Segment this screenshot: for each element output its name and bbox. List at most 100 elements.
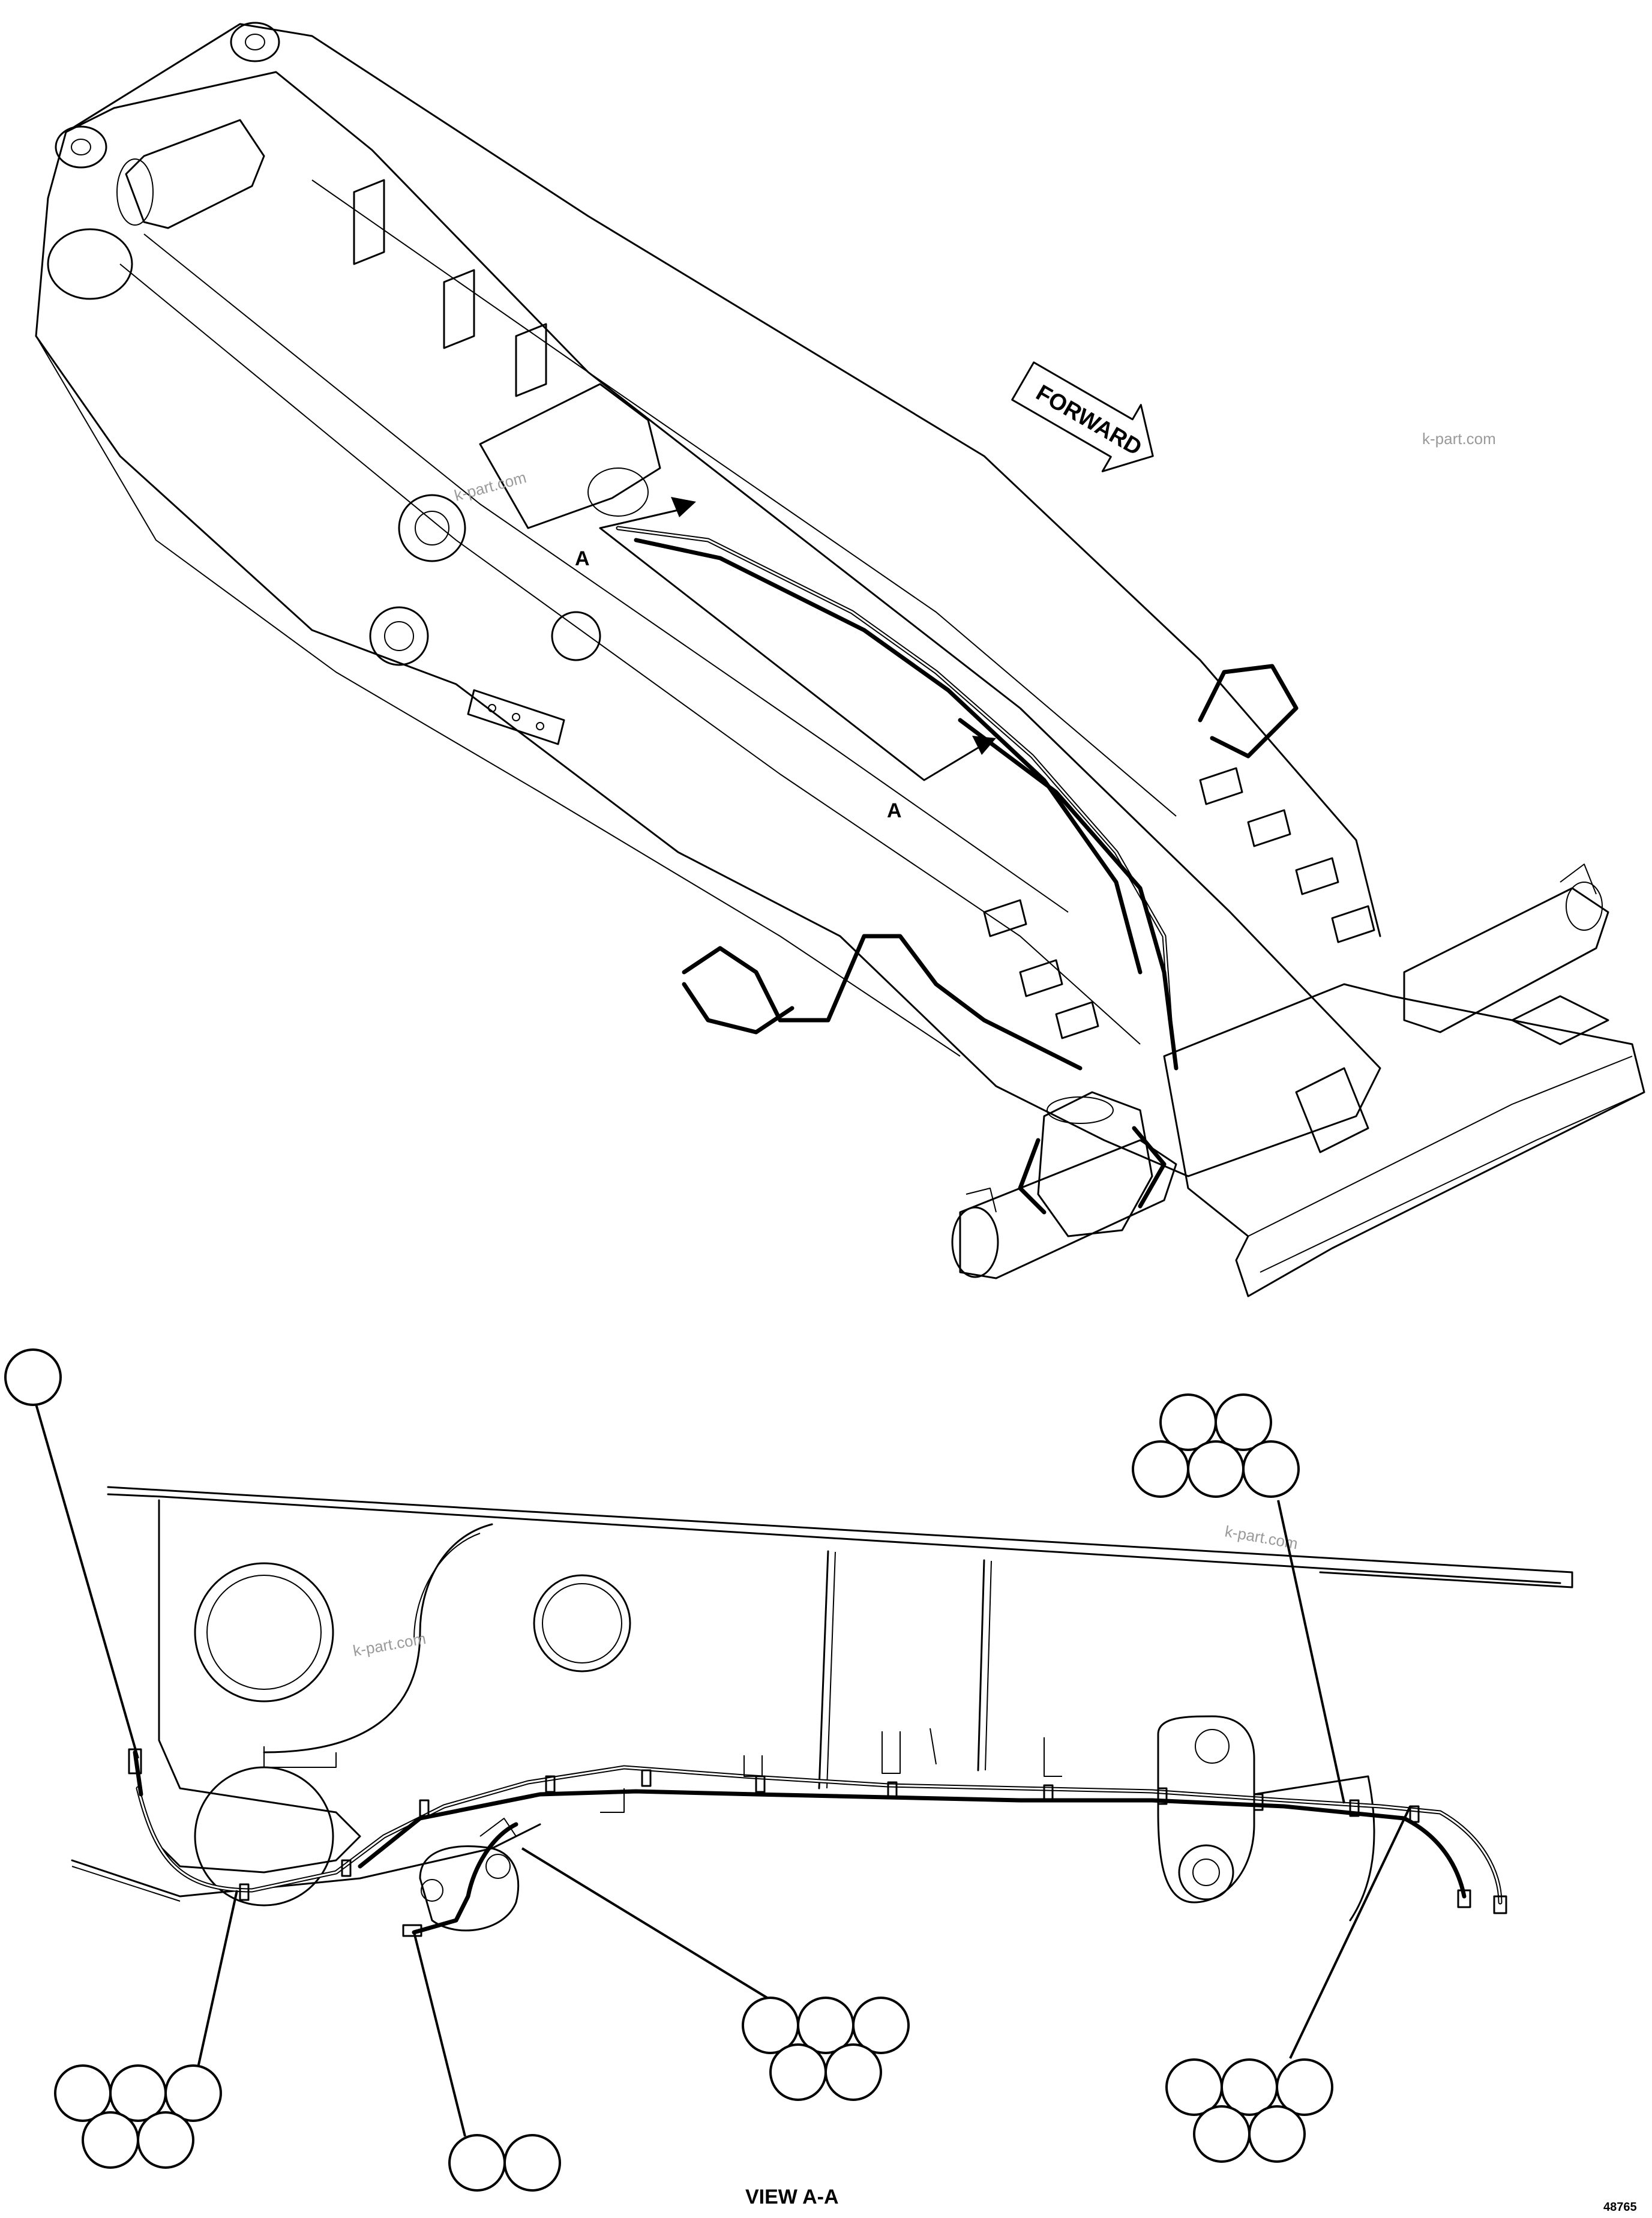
pump-assembly	[1037, 1091, 1153, 1237]
boom-top-plate	[65, 23, 1381, 937]
watermark-4: k-part.com	[352, 1629, 427, 1660]
hose-bracket-3	[930, 1728, 937, 1765]
callout-bubble	[82, 2111, 139, 2169]
view-right-lug	[1157, 1715, 1255, 1904]
watermark-1: k-part.com	[1422, 430, 1496, 448]
view-lower-bore	[194, 1766, 334, 1907]
callout-bubble	[1187, 1440, 1245, 1498]
callout-bubble	[824, 2043, 882, 2101]
view-lower-lug	[419, 1845, 520, 1932]
leader-5	[521, 1847, 769, 2000]
leader-6	[1289, 1806, 1411, 2059]
hose-lower-fitting	[402, 1924, 422, 1937]
view-lower-lug-hole-2	[485, 1854, 511, 1879]
hose-end-fitting-1	[1493, 1895, 1507, 1914]
boom-inner-edge-1	[119, 263, 1141, 1045]
hose-clip-11	[1349, 1799, 1360, 1817]
front-cross-tube-end	[951, 1206, 999, 1278]
callout-bubble	[1248, 2105, 1306, 2163]
figure-number: 48765	[1603, 2201, 1637, 2214]
boom-outline-left	[35, 71, 1381, 1177]
rear-cross-tube-end	[1566, 882, 1603, 931]
side-boss-2	[369, 606, 429, 666]
front-cross-tube-fin	[966, 1188, 997, 1213]
pump-hose-2	[1132, 1126, 1167, 1209]
top-pin-hole-2	[71, 139, 91, 155]
boom-bracket-1	[353, 179, 385, 265]
view-bottom-edge	[71, 1823, 541, 1898]
callout-bubble	[1242, 1440, 1300, 1498]
top-pin-hole-1	[245, 34, 265, 50]
leader-2	[1277, 1500, 1345, 1804]
hose-clip-8	[1043, 1784, 1054, 1802]
side-boss-2-inner	[384, 621, 414, 651]
loop-hose-right	[1198, 664, 1299, 759]
hose-clip-10	[1253, 1793, 1264, 1811]
view-lower-bore-plate	[263, 1746, 337, 1768]
pump-hose-1	[1018, 1138, 1047, 1215]
top-cylinder	[125, 119, 265, 229]
lug-hole-3	[536, 722, 544, 730]
boom-bracket-3	[515, 323, 547, 397]
boom-bottom-edge	[35, 335, 961, 1057]
view-right-body	[1253, 1775, 1375, 1922]
boom-hose-run-3	[958, 718, 1179, 1071]
boom-step-7	[1331, 905, 1375, 943]
view-right-lug-pin	[1192, 1859, 1220, 1886]
section-arrow-top	[671, 497, 696, 517]
hose-clip-9	[1157, 1787, 1168, 1805]
callout-bubble	[852, 1997, 910, 2054]
lower-hose-branch	[682, 982, 794, 1035]
boom-hose-run-1-core	[617, 527, 1171, 1021]
base-frame-inner-2	[1260, 1092, 1645, 1273]
view-bottom-edge-2	[71, 1866, 181, 1902]
boom-inner-edge-3	[311, 179, 1177, 817]
callout-bubble	[769, 2043, 827, 2101]
side-boss-3	[551, 611, 601, 661]
lower-hose-loop	[682, 934, 1083, 1071]
view-web-2b	[985, 1560, 992, 1771]
view-body-curve	[263, 1523, 493, 1754]
view-right-lug-bore	[1178, 1844, 1234, 1901]
view-top-edge-2	[107, 1493, 1561, 1584]
view-body-left	[158, 1499, 361, 1874]
top-pin-boss-1	[230, 22, 280, 62]
hose-clip-4	[545, 1775, 556, 1793]
lower-lug-plate	[467, 689, 565, 745]
callout-bubble	[4, 1348, 62, 1406]
leader-1	[35, 1404, 139, 1759]
top-cylinder-end	[116, 158, 154, 226]
section-line-a	[599, 509, 985, 781]
view-web-1	[818, 1550, 829, 1790]
view-top-edge	[107, 1486, 1573, 1588]
lug-hole-2	[512, 713, 520, 721]
hose-clip-1	[239, 1883, 250, 1901]
rear-cross-tube-fin	[1560, 864, 1597, 895]
top-pin-boss-2	[55, 125, 107, 169]
base-frame-inner-1	[1248, 1056, 1633, 1237]
view-lower-lug-hole-1	[421, 1879, 443, 1902]
section-marker-bottom: A	[887, 799, 902, 822]
hose-bracket-1	[743, 1755, 763, 1777]
base-center-lug	[1295, 1067, 1369, 1153]
boom-step-1	[983, 899, 1027, 937]
side-boss-1	[398, 494, 466, 562]
view-hose-third	[412, 1822, 518, 1935]
leader-4	[413, 1932, 466, 2137]
callout-bubble	[503, 2134, 561, 2192]
hose-clip-7	[887, 1781, 898, 1799]
boom-bracket-2	[443, 269, 475, 349]
hose-bracket-4	[1044, 1737, 1062, 1777]
mid-cross-tube-end	[587, 467, 649, 517]
view-hose-second	[358, 1789, 1467, 1899]
leader-3	[197, 1890, 238, 2068]
view-right-lug-hole	[1195, 1729, 1230, 1764]
view-web-2	[977, 1559, 985, 1772]
boom-step-3	[1055, 1001, 1099, 1039]
mid-cross-tube	[479, 383, 661, 529]
hose-bracket-5	[600, 1788, 625, 1813]
section-arrow-bottom	[972, 736, 996, 755]
hose-clip-3	[419, 1799, 430, 1817]
hose-end-fitting-2	[1457, 1889, 1471, 1908]
